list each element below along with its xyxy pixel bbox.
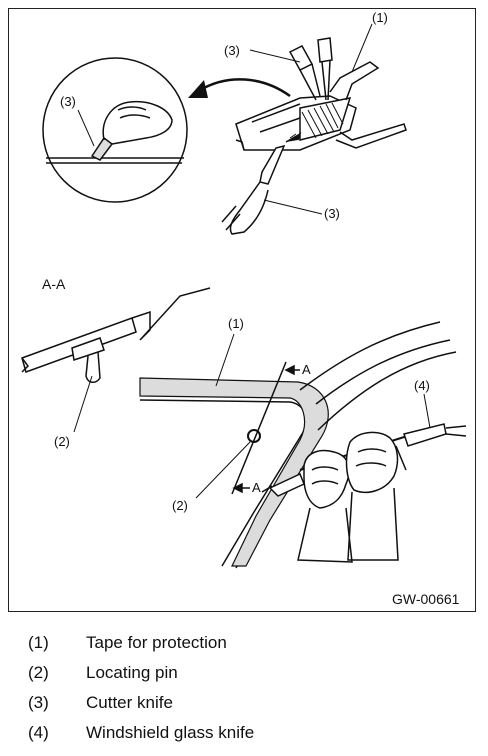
callout-3-circle: (3) (60, 94, 95, 147)
callout-4-label: (4) (414, 378, 430, 393)
callout-3-lower-label: (3) (324, 206, 340, 221)
figure-code: GW-00661 (392, 591, 460, 607)
illustration: (1) (3) (3) (3) A-A (2) (2) (21, 10, 467, 607)
molding-part (235, 61, 407, 151)
legend-item: (3) Cutter knife (28, 688, 468, 718)
legend: (1) Tape for protection (2) Locating pin… (28, 628, 468, 748)
section-view (21, 287, 211, 383)
hands (297, 431, 399, 563)
section-marker-bottom: A (252, 480, 261, 495)
tape-for-protection (139, 377, 329, 567)
section-line (231, 361, 300, 495)
callout-2-section-label: (2) (54, 434, 70, 449)
section-marker-top: A (302, 362, 311, 377)
callout-3-lower: (3) (263, 199, 340, 221)
top-detail (42, 37, 407, 235)
legend-label: Cutter knife (86, 693, 173, 712)
callout-3-top: (3) (224, 43, 301, 63)
legend-number: (1) (28, 633, 49, 652)
callout-2-pin-label: (2) (172, 498, 188, 513)
legend-label: Tape for protection (86, 633, 227, 652)
legend-label: Windshield glass knife (86, 723, 255, 742)
legend-number: (3) (28, 693, 49, 712)
legend-item: (2) Locating pin (28, 658, 468, 688)
legend-item: (4) Windshield glass knife (28, 718, 468, 748)
callout-3-circle-label: (3) (60, 94, 76, 109)
callout-1-top-label: (1) (372, 10, 388, 25)
legend-label: Locating pin (86, 663, 178, 682)
callout-2-pin: (2) (172, 441, 251, 513)
legend-item: (1) Tape for protection (28, 628, 468, 658)
callout-1-frame-label: (1) (228, 316, 244, 331)
magnify-arrow (199, 78, 291, 98)
window-frame (139, 321, 457, 569)
callout-1-top: (1) (351, 10, 388, 73)
callout-3-top-label: (3) (224, 43, 240, 58)
callout-1-frame: (1) (215, 316, 244, 387)
section-label: A-A (42, 276, 66, 292)
legend-number: (4) (28, 723, 49, 742)
callout-2-section: (2) (54, 375, 93, 449)
legend-number: (2) (28, 663, 49, 682)
cutter-knife-lower (221, 132, 302, 235)
cutter-knife-upper (288, 37, 333, 101)
magnified-circle (42, 57, 188, 203)
callout-4: (4) (414, 378, 431, 429)
